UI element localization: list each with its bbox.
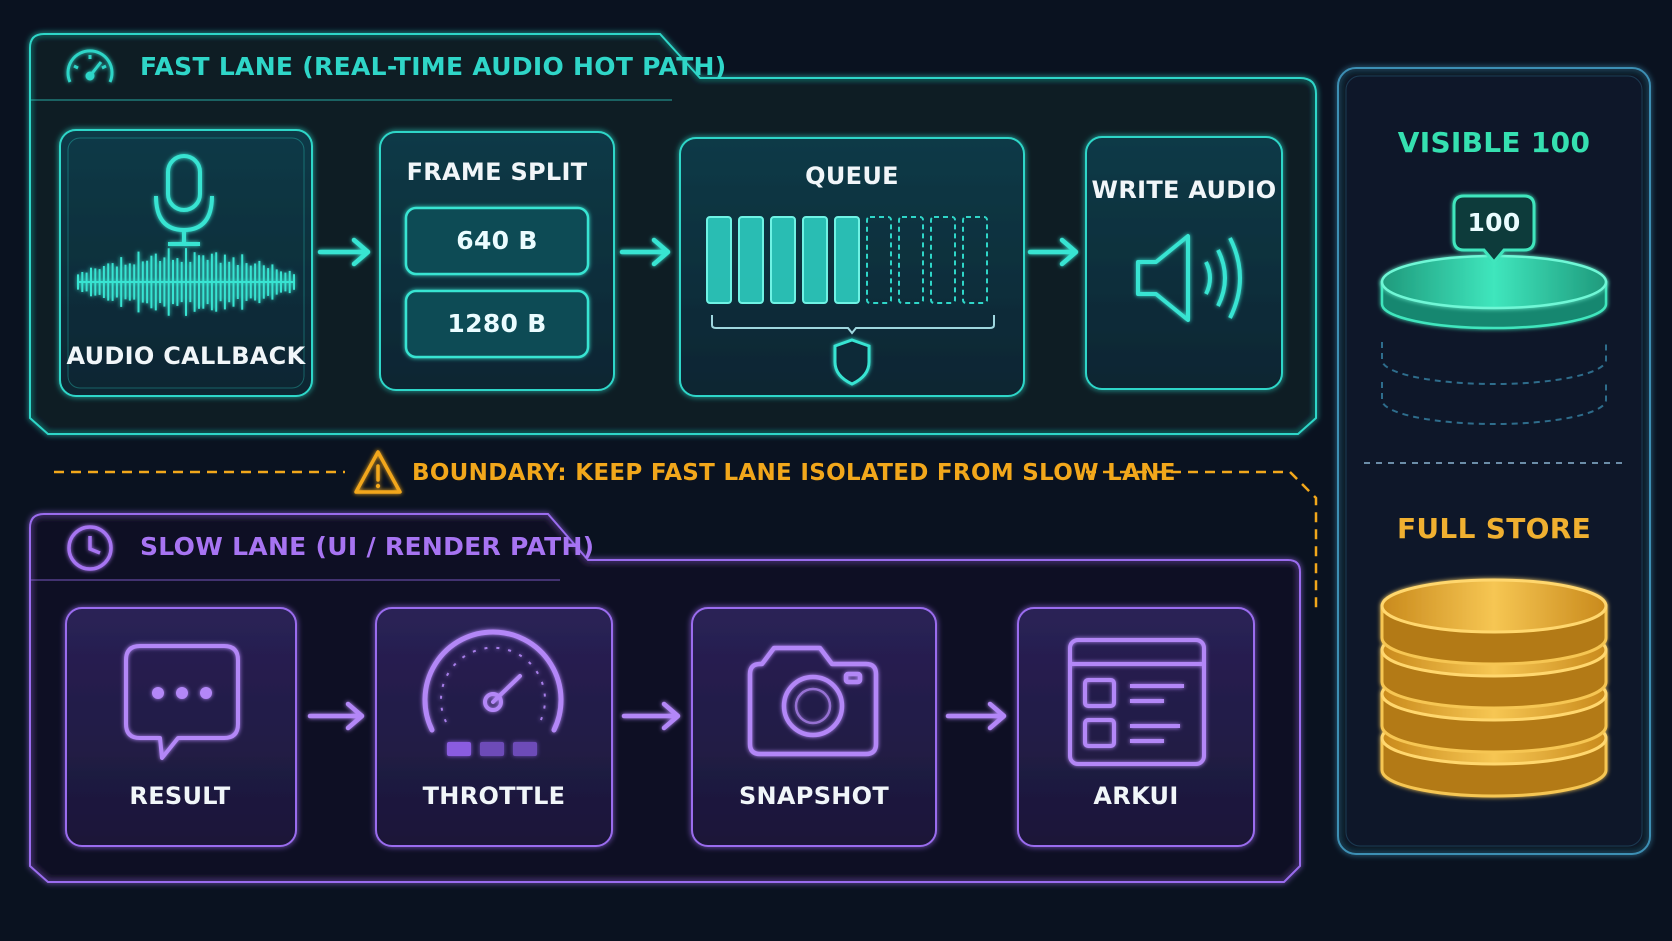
frame-size-pill-640 (404, 206, 590, 276)
camera-icon (747, 645, 879, 757)
frame-size-pill-1280 (404, 289, 590, 359)
write-audio-label: WRITE AUDIO (1091, 176, 1277, 204)
gauge-icon (422, 629, 564, 756)
arkui-box (1017, 607, 1255, 847)
arrow-queue-to-write (1027, 237, 1079, 267)
audio-callback-box (59, 129, 313, 397)
arrow-result-to-throttle (307, 701, 365, 731)
queue-slots (706, 216, 988, 304)
arrow-throttle-to-snapshot (621, 701, 681, 731)
warning-icon (354, 450, 402, 494)
fast-lane-arrows (317, 237, 1079, 267)
arrow-snapshot-to-arkui (945, 701, 1007, 731)
queue-label: QUEUE (805, 162, 899, 190)
full-store-stack (1380, 578, 1608, 798)
speaker-icon (1136, 234, 1242, 322)
frame-split-label: FRAME SPLIT (406, 158, 588, 186)
slow-lane-title: SLOW LANE (UI / RENDER PATH) (140, 532, 595, 561)
chat-bubble-icon (124, 644, 240, 760)
waveform-icon (77, 248, 295, 316)
microphone-icon (154, 154, 214, 246)
ui-window-icon (1068, 638, 1206, 766)
clock-icon (67, 525, 113, 571)
write-audio-box (1085, 136, 1283, 390)
frame-split-box (379, 131, 615, 391)
queue-box (679, 137, 1025, 397)
visible-store-label: VISIBLE 100 (1397, 126, 1591, 159)
boundary-text: BOUNDARY: KEEP FAST LANE ISOLATED FROM S… (412, 460, 1176, 486)
visible-count-text: 100 (1467, 208, 1521, 237)
result-box (65, 607, 297, 847)
result-label: RESULT (129, 782, 231, 810)
slow-lane-arrows (307, 701, 1007, 731)
frame-size-1280: 1280 B (447, 309, 547, 338)
speedometer-icon (66, 49, 114, 83)
full-store-label: FULL STORE (1396, 512, 1592, 545)
visible-store-stack (1380, 194, 1608, 425)
audio-callback-label: AUDIO CALLBACK (66, 342, 306, 370)
boundary-line (54, 470, 1318, 614)
arrow-split-to-queue (619, 237, 671, 267)
shield-icon (833, 338, 871, 386)
fast-lane-title: FAST LANE (REAL-TIME AUDIO HOT PATH) (140, 52, 727, 81)
throttle-label: THROTTLE (422, 782, 566, 810)
arkui-label: ARKUI (1093, 782, 1179, 810)
throttle-box (375, 607, 613, 847)
snapshot-box (691, 607, 937, 847)
snapshot-label: SNAPSHOT (738, 782, 890, 810)
arrow-callback-to-split (317, 237, 371, 267)
visible-count-badge (1452, 194, 1536, 265)
frame-size-640: 640 B (456, 226, 538, 255)
slow-lane-panel (29, 513, 1301, 883)
